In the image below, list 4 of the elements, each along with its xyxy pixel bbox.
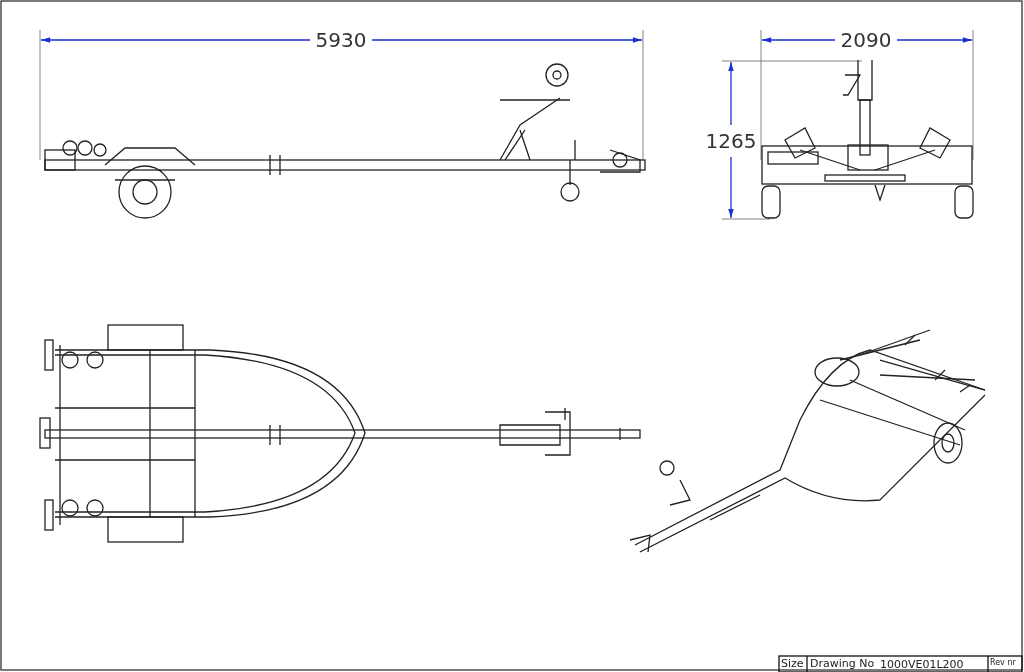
revision-label: Rev nr <box>990 658 1016 667</box>
drawing-number: 1000VE01L200 <box>880 658 964 671</box>
size-field-label: Size <box>781 657 804 670</box>
drawing-number-label: Drawing No <box>810 657 875 670</box>
